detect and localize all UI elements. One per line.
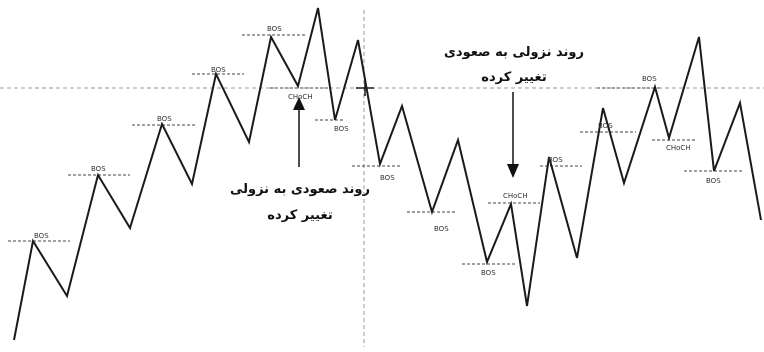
annotation-bullish-to-bearish-line2: تغییر کرده xyxy=(267,208,332,223)
bos-label: BOS xyxy=(267,25,282,33)
annotation-bullish-to-bearish-line1: روند صعودی به نزولی xyxy=(230,182,370,197)
choch-label: CHoCH xyxy=(503,192,528,200)
choch-label: CHoCH xyxy=(288,93,313,101)
guide-lines xyxy=(0,10,764,347)
choch-label: CHoCH xyxy=(666,144,691,152)
price-path xyxy=(13,7,762,341)
bos-label: BOS xyxy=(598,122,613,130)
bos-label: BOS xyxy=(380,174,395,182)
bos-label: BOS xyxy=(211,66,226,74)
annotation-bearish-to-bullish-line2: تغییر کرده xyxy=(481,70,546,85)
bos-label: BOS xyxy=(481,269,496,277)
bos-label: BOS xyxy=(434,225,449,233)
bos-label: BOS xyxy=(34,232,49,240)
bos-label: BOS xyxy=(706,177,721,185)
arrow-up-icon xyxy=(293,97,305,167)
crosshair-icon xyxy=(356,80,374,96)
bos-label: BOS xyxy=(548,156,563,164)
bos-label: BOS xyxy=(642,75,657,83)
structure-levels xyxy=(8,34,742,265)
structure-labels: BOS BOS BOS BOS BOS CHoCH BOS BOS BOS BO… xyxy=(34,25,721,277)
bos-label: BOS xyxy=(157,115,172,123)
bos-label: BOS xyxy=(334,125,349,133)
arrow-down-icon xyxy=(507,92,519,178)
bos-label: BOS xyxy=(91,165,106,173)
annotation-bearish-to-bullish-line1: روند نزولی به صعودی xyxy=(444,45,584,60)
